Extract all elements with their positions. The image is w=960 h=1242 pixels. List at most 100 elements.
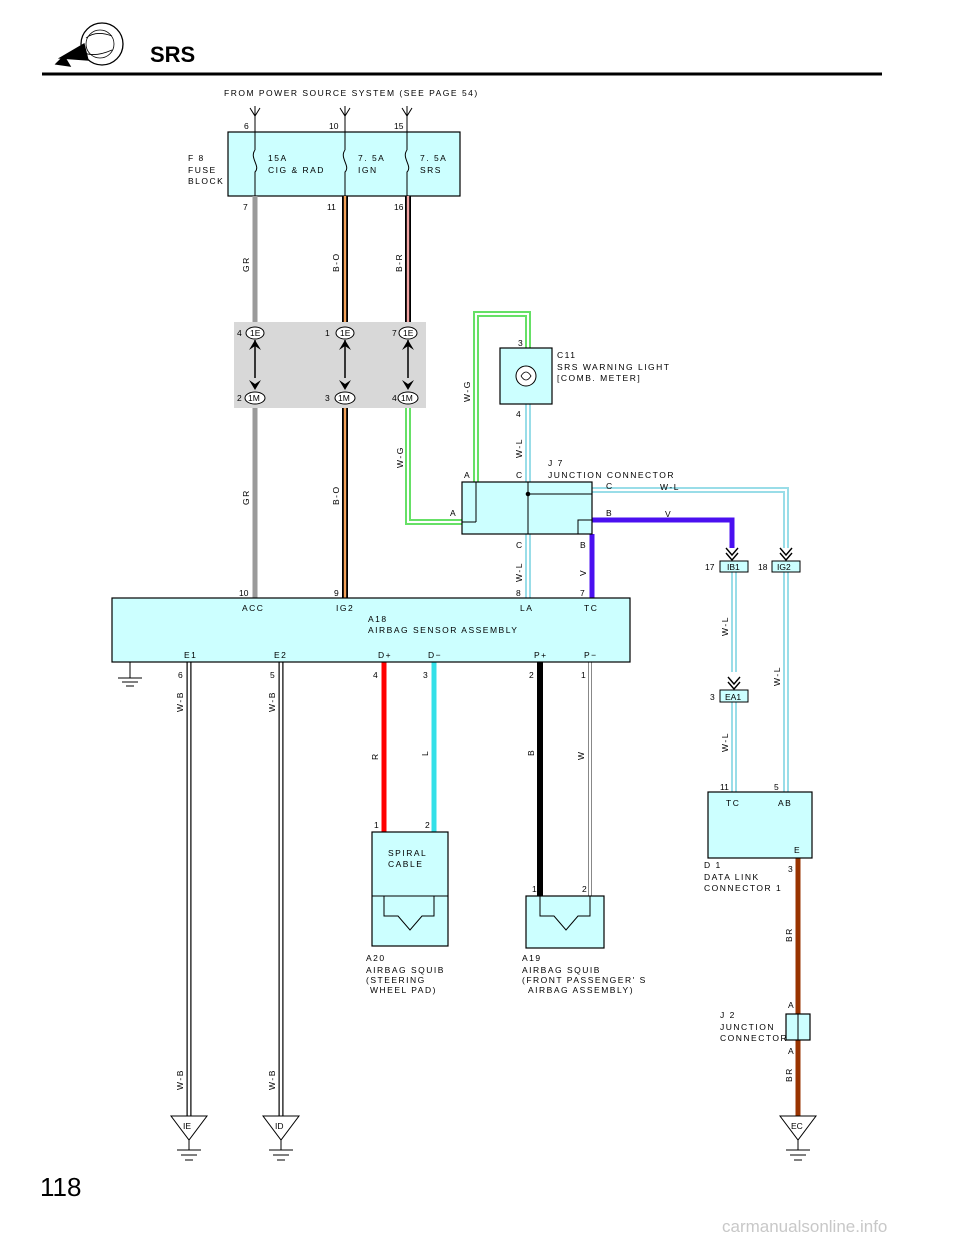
fuse-1-rating: 15A xyxy=(268,153,288,163)
header: SRS xyxy=(42,22,882,76)
squib-a20-id: A20 xyxy=(366,953,386,963)
wire-w-b xyxy=(186,662,284,1116)
fuse-in-pin-3: 15 xyxy=(394,121,404,131)
dlc-terminal-e: E xyxy=(794,845,801,855)
connector-1e-row xyxy=(245,326,418,378)
connector-ea1-pin: 3 xyxy=(710,692,715,702)
connector-ib1-code: IB1 xyxy=(727,562,740,572)
fuse-block-box xyxy=(227,131,461,197)
j7-name: JUNCTION CONNECTOR xyxy=(548,470,675,480)
j7-pin-c-top: C xyxy=(516,470,522,480)
wire-label-b-o-upper: B-O xyxy=(331,252,341,272)
fuse-2-rating: 7. 5A xyxy=(358,153,385,163)
watermark-text: carmanualsonline.info xyxy=(722,1217,887,1236)
dlc-pin-ab: 5 xyxy=(774,782,779,792)
connector-1e-oval-2 xyxy=(335,326,355,340)
wire-label-w-l-la: W-L xyxy=(514,562,524,582)
dlc-box xyxy=(707,791,813,859)
fuse-block-name-1: FUSE xyxy=(188,165,217,175)
spiral-cable-box xyxy=(371,831,449,947)
a18-terminal-la: LA xyxy=(520,603,533,613)
a18-terminal-e2: E2 xyxy=(274,650,287,660)
wire-label-w-g-upper: W-G xyxy=(462,380,472,402)
wire-label-gr-upper: GR xyxy=(241,256,251,272)
a18-pin-dm: 3 xyxy=(423,670,428,680)
connector-arrows-ea1 xyxy=(727,676,741,691)
j7-pin-c-bottom: C xyxy=(516,540,522,550)
a18-pin-pp: 2 xyxy=(529,670,534,680)
connector-1e-oval-1 xyxy=(245,326,265,340)
connector-ig2-pin: 18 xyxy=(758,562,768,572)
fuse-in-pin-2: 10 xyxy=(329,121,339,131)
j7-id: J 7 xyxy=(548,458,564,468)
srs-logo-icon xyxy=(54,22,124,67)
squib-a19-pin-2: 2 xyxy=(582,884,587,894)
connector-1m-pin-2: 3 xyxy=(325,393,330,403)
wire-label-w-b-e1-lower: W-B xyxy=(175,1069,185,1090)
wire-w-l-ig2 xyxy=(592,487,789,548)
fuse-symbol-1 xyxy=(252,132,258,196)
squib-a20-icon xyxy=(383,896,435,931)
wire-label-r: R xyxy=(370,752,380,760)
connector-ib1 xyxy=(719,560,749,573)
a18-terminal-tc: TC xyxy=(584,603,598,613)
connector-1m-row xyxy=(244,380,419,405)
fuse-symbol-3 xyxy=(404,132,410,196)
j2-name-2: CONNECTOR xyxy=(720,1033,788,1043)
wire-w-g-lower xyxy=(405,408,462,525)
a18-terminal-ig2: IG2 xyxy=(336,603,354,613)
a18-terminal-dm: D− xyxy=(428,650,442,660)
fuse-in-pin-1: 6 xyxy=(244,121,249,131)
ground-ec-label: EC xyxy=(791,1121,803,1131)
warning-light-pin-bottom: 4 xyxy=(516,409,521,419)
warning-light-pin-top: 3 xyxy=(518,338,523,348)
srs-warning-light xyxy=(499,347,553,405)
wire-label-b: B xyxy=(526,749,536,756)
a18-name: AIRBAG SENSOR ASSEMBLY xyxy=(368,625,518,635)
dlc-terminal-ab: AB xyxy=(778,798,792,808)
wire-label-br-upper: BR xyxy=(784,927,794,942)
spiral-cable-pin-1: 1 xyxy=(374,820,379,830)
wire-label-v-ib1: V xyxy=(665,509,672,519)
connector-1m-pin-1: 2 xyxy=(237,393,242,403)
fuse-out-pin-2: 11 xyxy=(327,202,336,212)
fuse-block-id: F 8 xyxy=(188,153,205,163)
fuse-3-name: SRS xyxy=(420,165,442,175)
connector-ea1-code: EA1 xyxy=(725,692,741,702)
spiral-cable-label-2: CABLE xyxy=(388,859,423,869)
ground-id-icon xyxy=(262,1115,300,1161)
connector-1e-pin-2: 1 xyxy=(325,328,330,338)
fuse-out-pin-3: 16 xyxy=(394,202,404,212)
connector-1m-oval-2 xyxy=(334,391,356,405)
spiral-cable-label-1: SPIRAL xyxy=(388,848,427,858)
wire-label-w-b-e1-upper: W-B xyxy=(175,691,185,712)
wire-label-v-tc: V xyxy=(578,569,588,576)
warning-light-location: [COMB. METER] xyxy=(557,373,641,383)
wire-w-g-upper xyxy=(473,311,531,482)
a18-pin-la: 8 xyxy=(516,588,521,598)
connector-ig2-code: IG2 xyxy=(777,562,791,572)
wire-label-w-l-light: W-L xyxy=(514,438,524,458)
a18-terminal-pm: P− xyxy=(584,650,598,660)
connector-arrows-ib1-ig2 xyxy=(725,547,793,562)
connector-panel xyxy=(234,322,426,408)
wire-label-w-l-ab: W-L xyxy=(772,666,782,686)
j7-pin-c-right: C xyxy=(606,481,612,491)
wire-label-gr-lower: GR xyxy=(241,489,251,505)
connector-1e-pin-3: 7 xyxy=(392,328,397,338)
wire-label-b-o-lower: B-O xyxy=(331,485,341,505)
a18-pin-ig2: 9 xyxy=(334,588,339,598)
j7-pin-a-top: A xyxy=(464,470,470,480)
ground-id-label: ID xyxy=(275,1121,284,1131)
dlc-terminal-tc: TC xyxy=(726,798,740,808)
squib-a19-pin-1: 1 xyxy=(532,884,537,894)
warning-lamp-icon xyxy=(515,365,537,387)
fuse-block-name-2: BLOCK xyxy=(188,176,224,186)
j7-pin-a-left: A xyxy=(450,508,456,518)
squib-a20-name: AIRBAG SQUIB xyxy=(366,965,445,975)
airbag-sensor-box xyxy=(111,597,631,663)
connector-1e-oval-3 xyxy=(398,326,418,340)
connector-1e-code-3: 1E xyxy=(403,328,414,338)
spiral-cable-pin-2: 2 xyxy=(425,820,430,830)
power-source-note: FROM POWER SOURCE SYSTEM (SEE PAGE 54) xyxy=(224,88,479,98)
